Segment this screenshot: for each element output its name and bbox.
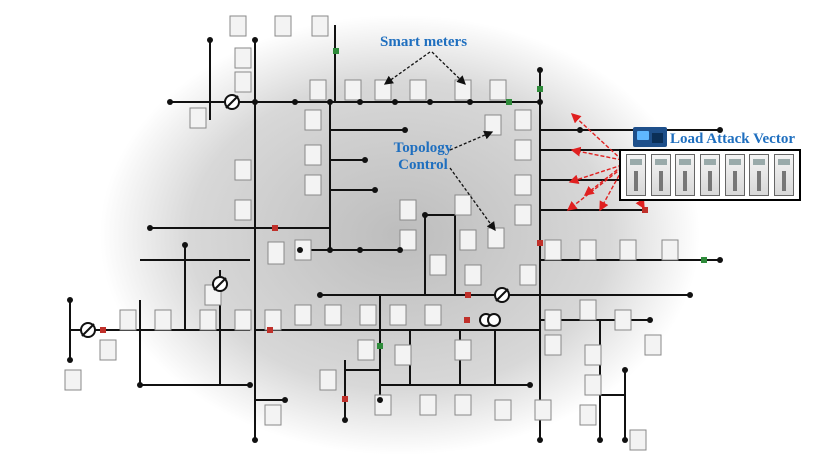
attack-meter-panel [619, 149, 801, 201]
bus-nodes [67, 37, 723, 443]
topology-label-line1: Topology [393, 140, 453, 156]
smart-meter-icon [699, 154, 720, 196]
smart-meter-tiles [64, 15, 679, 451]
transformer-icon [224, 94, 240, 110]
transformer-icon [494, 287, 510, 303]
smart-meter-icon [650, 154, 671, 196]
smart-meters-label: Smart meters [380, 34, 468, 50]
topology-label-line2: Control [398, 157, 448, 173]
load-attack-vector-label: Load Attack Vector [670, 131, 795, 147]
attack-vector-logo-icon [633, 127, 667, 147]
smart-meter-icon [626, 154, 647, 196]
transformer-icon [479, 313, 501, 327]
topology-control-label: Topology Control [378, 140, 468, 174]
annotation-arrows [383, 51, 496, 232]
smart-meter-icon [749, 154, 770, 196]
smart-meter-icon [675, 154, 696, 196]
transformers [80, 94, 510, 338]
transformer-icon [80, 322, 96, 338]
smart-meter-icon [773, 154, 794, 196]
breakers [100, 48, 707, 402]
smart-meter-icon [724, 154, 745, 196]
transformer-icon [212, 276, 228, 292]
